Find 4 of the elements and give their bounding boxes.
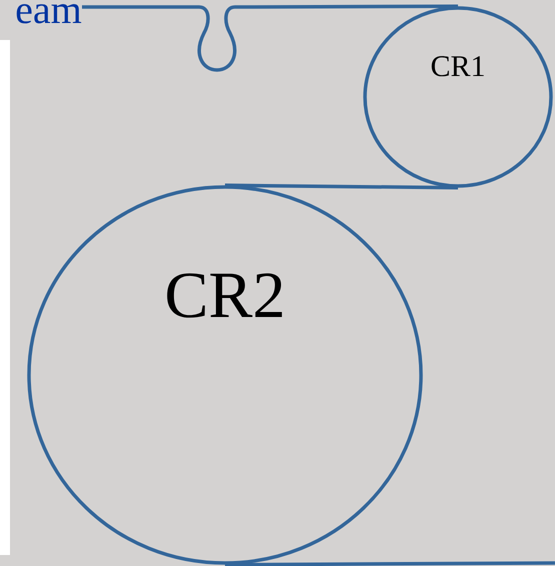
- title-text: eam: [16, 4, 82, 24]
- cable-line: [224, 184, 458, 190]
- cable-line: [224, 561, 555, 566]
- cable-line: [82, 4, 458, 72]
